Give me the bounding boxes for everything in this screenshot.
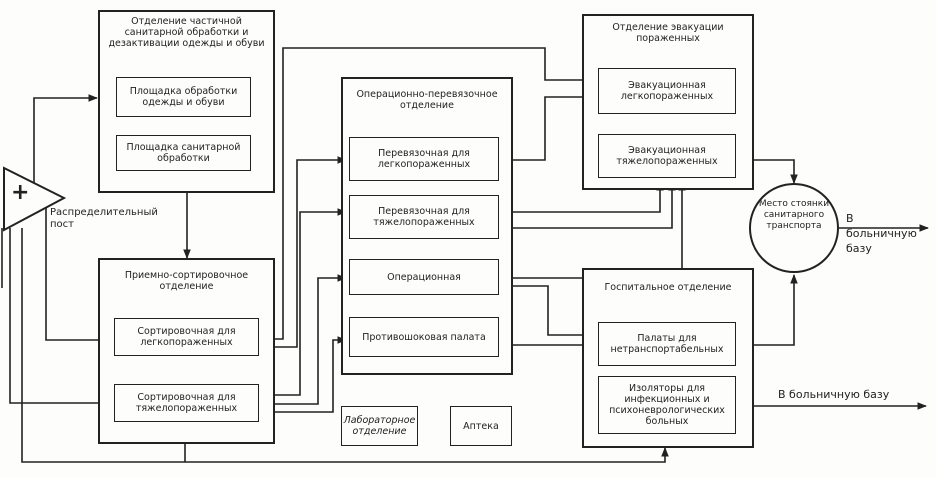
reception-title: Приемно-сортировочное отделение: [124, 270, 249, 292]
distribution-post-label: Распределительный пост: [50, 207, 158, 230]
dressing-room-light: Перевязочная для легкопораженных: [349, 137, 499, 181]
pharmacy: Аптека: [450, 406, 512, 446]
clothing-treatment-area: Площадка обработки одежды и обуви: [116, 77, 251, 117]
evacuation-department: Отделение эвакуации пораженных Эвакуацио…: [582, 14, 754, 190]
evacuation-room-light: Эвакуационная легкопораженных: [598, 68, 736, 114]
operating-department: Операционно-перевязочное отделение Перев…: [341, 77, 513, 375]
hospital-title: Госпитальное отделение: [604, 282, 732, 293]
hospital-department: Госпитальное отделение Палаты для нетран…: [582, 268, 754, 448]
sanitation-title: Отделение частичной санитарной обработки…: [108, 16, 265, 49]
evacuation-room-heavy: Эвакуационная тяжелопораженных: [598, 134, 736, 178]
laboratory-department: Лабораторное отделение: [341, 406, 418, 446]
to-hospital-base-label-1: В больничную базу: [846, 212, 917, 255]
plus-sign: +: [11, 180, 30, 205]
isolators: Изоляторы для инфекционных и психоневрол…: [598, 376, 736, 434]
operating-title: Операционно-перевязочное отделение: [356, 89, 498, 111]
antishock-ward: Противошоковая палата: [349, 317, 499, 357]
transport-place-label: Место стоянки санитарного транспорта: [758, 199, 830, 231]
operating-room: Операционная: [349, 259, 499, 295]
dressing-room-heavy: Перевязочная для тяжелопораженных: [349, 195, 499, 239]
evacuation-title: Отделение эвакуации пораженных: [612, 22, 724, 44]
sorting-room-light: Сортировочная для легкопораженных: [114, 318, 259, 356]
reception-department: Приемно-сортировочное отделение Сортиров…: [98, 258, 275, 444]
sorting-room-heavy: Сортировочная для тяжелопораженных: [114, 384, 259, 422]
to-hospital-base-label-2: В больничную базу: [778, 388, 890, 401]
sanitation-department: Отделение частичной санитарной обработки…: [98, 10, 275, 193]
sanitary-treatment-area: Площадка санитарной обработки: [116, 135, 251, 171]
wards-nontransportable: Палаты для нетранспортабельных: [598, 322, 736, 366]
